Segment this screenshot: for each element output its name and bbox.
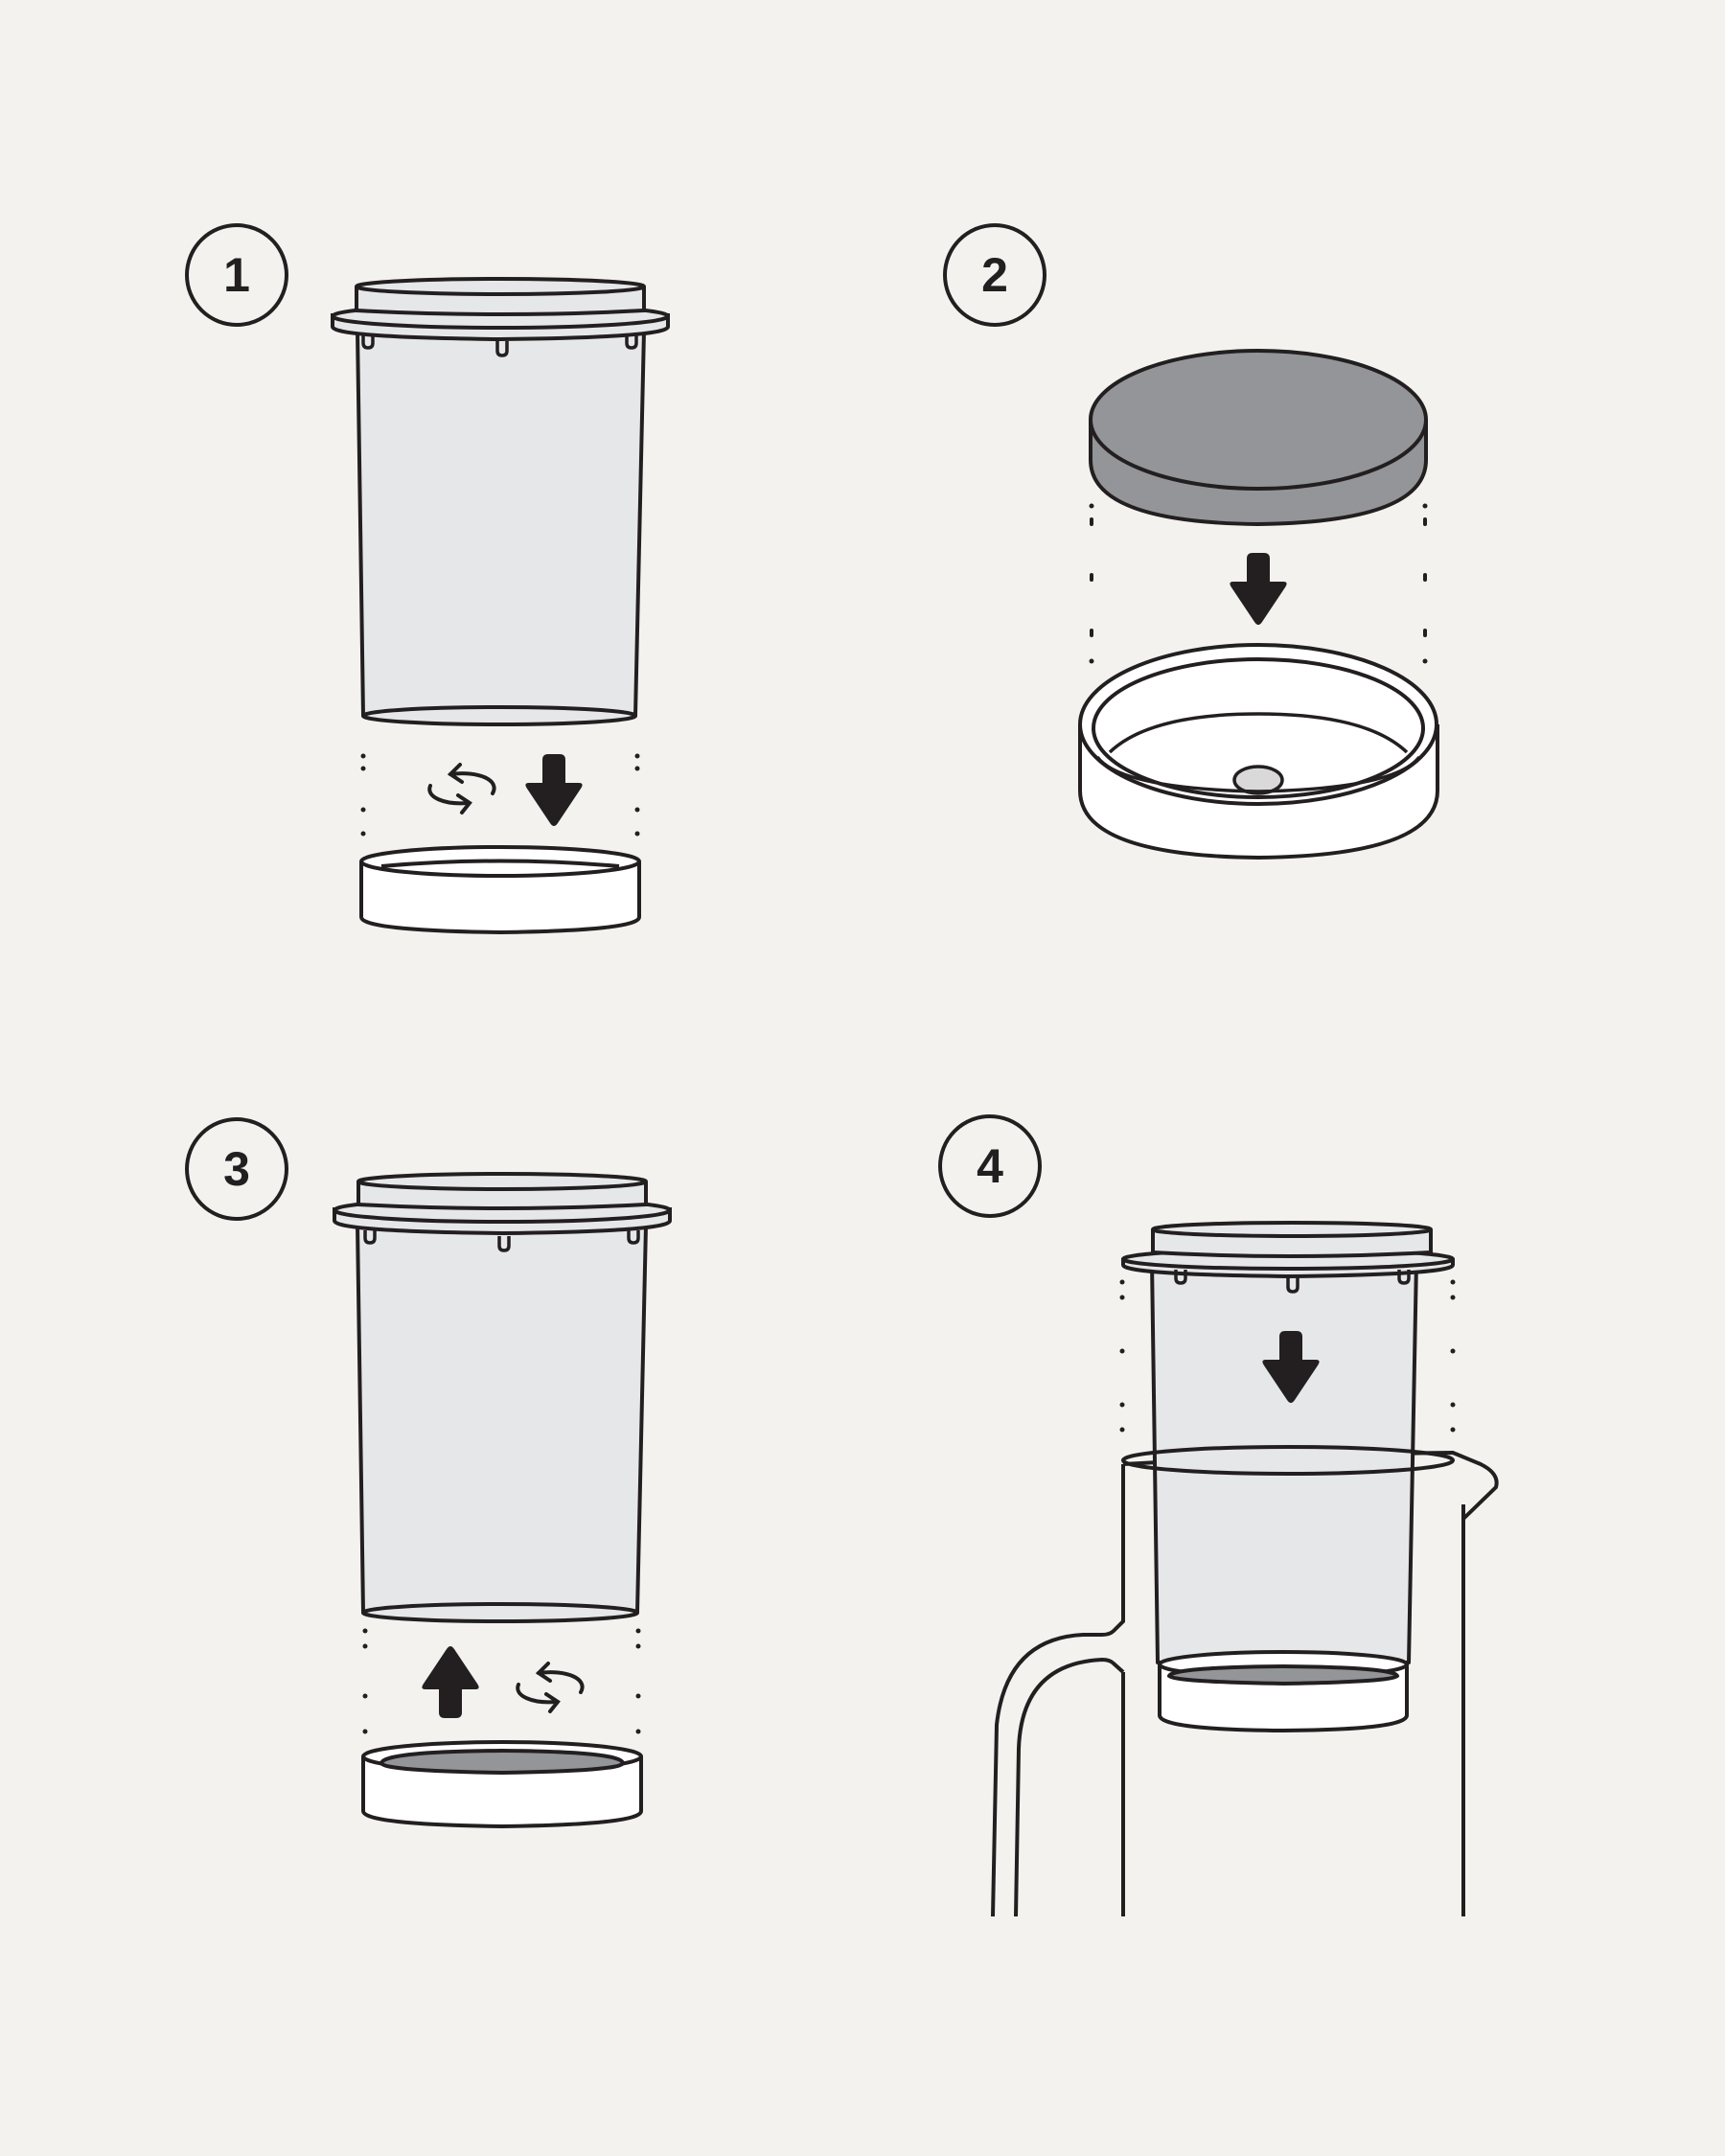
step-3-illustration (333, 1172, 672, 1829)
arrow-down-icon (525, 754, 583, 826)
step-3-number: 3 (185, 1117, 288, 1221)
step-4-illustration (991, 1221, 1499, 1917)
step-2-number: 2 (943, 223, 1046, 327)
arrow-down-icon (1230, 553, 1287, 625)
step-2-illustration (1078, 349, 1439, 860)
rotate-icon (427, 763, 496, 814)
step-1-illustration (331, 277, 670, 935)
rotate-icon (516, 1662, 585, 1713)
step-4-number: 4 (938, 1114, 1042, 1218)
step-1-number: 1 (185, 223, 288, 327)
arrow-up-icon (422, 1646, 479, 1718)
